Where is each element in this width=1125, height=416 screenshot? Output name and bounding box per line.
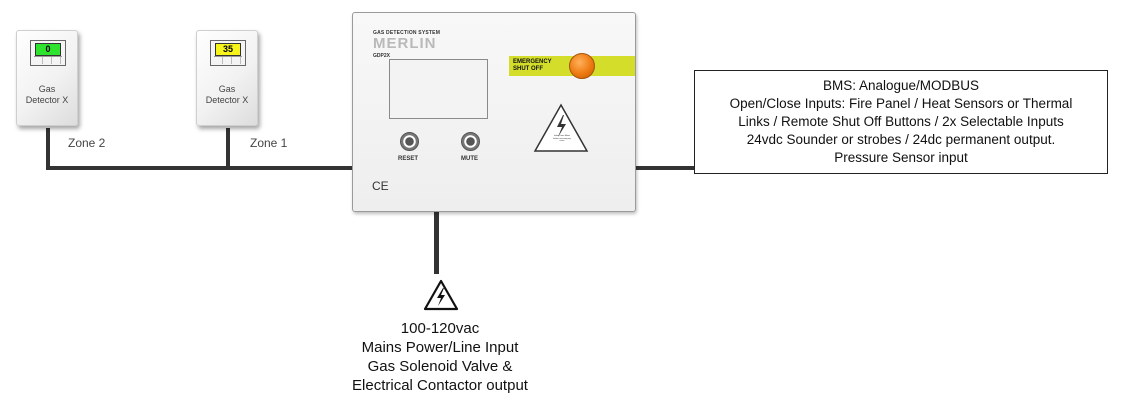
detector-status-row [34,56,62,64]
power-line-4: Electrical Contactor output [352,377,528,394]
gas-detector-zone-2: 0 Gas Detector X [16,30,78,126]
bms-line-5: Pressure Sensor input [834,150,968,165]
detector-status-row [214,56,242,64]
detector-reading: 35 [215,43,241,56]
panel-system-label: GAS DETECTION SYSTEM [373,30,441,36]
power-line-2: Mains Power/Line Input [361,339,519,356]
detector-label-line2: Detector X [25,95,69,105]
wire-zone-bus [46,166,354,170]
gas-detection-control-panel: GAS DETECTION SYSTEM MERLIN GDP2X RESET … [352,12,636,212]
zone-1-label: Zone 1 [250,136,288,150]
mute-label: MUTE [461,156,478,162]
panel-warning-text: Isolate from Mains before removing top c… [553,135,571,142]
detector-display: 0 [30,40,66,66]
bms-line-3: Links / Remote Shut Off Buttons / 2x Sel… [738,114,1064,129]
zone-2-label: Zone 2 [68,136,106,150]
power-input-description: 100-120vac Mains Power/Line Input Gas So… [320,319,560,395]
wire-power-feed [434,210,439,274]
emergency-shut-off-strip: EMERGENCY SHUT OFF [509,53,635,79]
bms-inputs-outputs-box: BMS: Analogue/MODBUS Open/Close Inputs: … [694,70,1108,174]
high-voltage-warning-icon [533,103,589,152]
detector-label: Gas Detector X [16,84,78,106]
reset-label: RESET [398,156,419,162]
panel-display-screen [389,59,488,119]
gas-detector-zone-1: 35 Gas Detector X [196,30,258,126]
emergency-shut-off-label: EMERGENCY SHUT OFF [513,59,552,72]
wire-detector2-drop [46,128,50,170]
detector-display: 35 [210,40,246,66]
high-voltage-warning-icon [423,279,459,311]
power-line-1: 100-120vac [400,320,480,337]
bms-line-1: BMS: Analogue/MODBUS [822,78,980,93]
detector-label-line1: Gas [218,84,236,94]
wire-detector1-drop [226,128,230,170]
detector-label-line2: Detector X [205,95,249,105]
bms-line-2: Open/Close Inputs: Fire Panel / Heat Sen… [729,96,1073,111]
power-line-3: Gas Solenoid Valve & [367,358,513,375]
emergency-shut-off-button[interactable] [569,53,595,79]
reset-button[interactable] [400,132,419,151]
panel-brand-logo: MERLIN [373,35,437,52]
detector-label-line1: Gas [38,84,56,94]
detector-label: Gas Detector X [196,84,258,106]
ce-mark-icon: CE [372,179,389,193]
detector-reading: 0 [35,43,61,56]
bms-line-4: 24vdc Sounder or strobes / 24dc permanen… [746,132,1056,147]
wire-bms-link [634,166,696,170]
mute-button[interactable] [461,132,480,151]
panel-model-label: GDP2X [373,53,390,59]
